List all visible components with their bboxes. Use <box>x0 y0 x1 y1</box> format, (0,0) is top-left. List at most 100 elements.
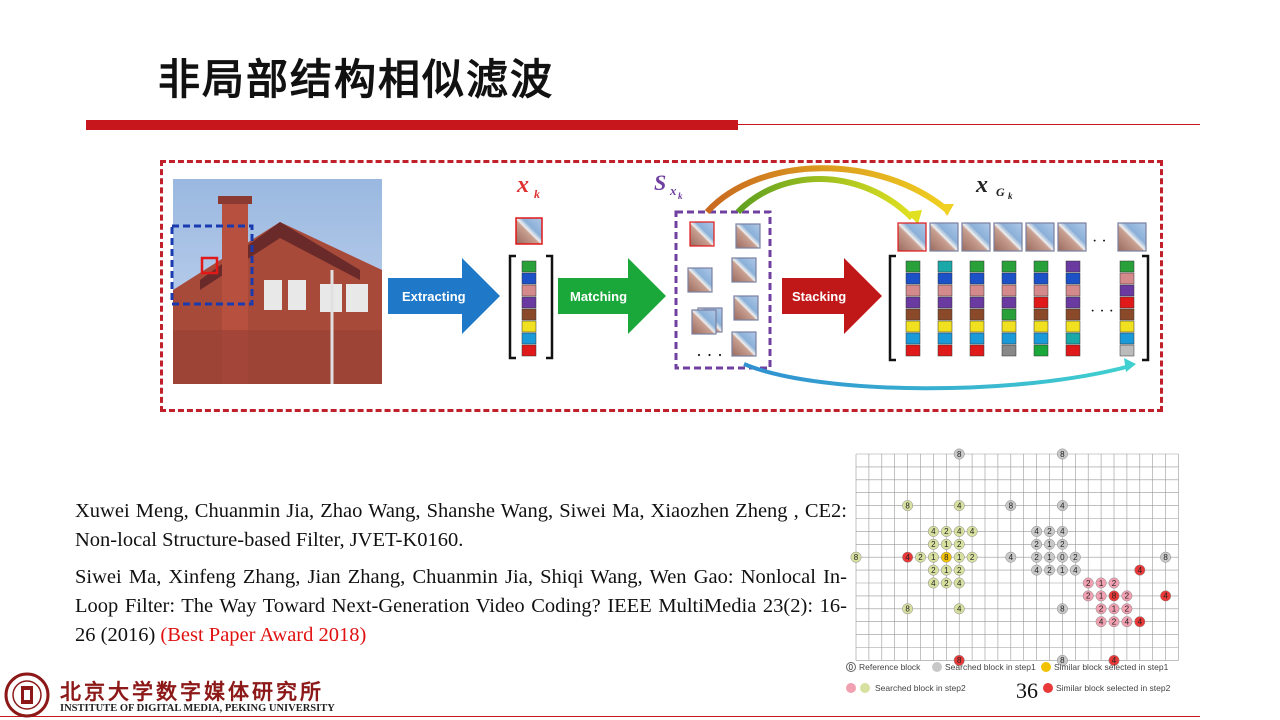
grid-node <box>1005 500 1017 512</box>
stacked-matrix-cell <box>937 344 953 357</box>
xk-vector-column <box>521 260 537 357</box>
svg-text:2: 2 <box>1034 540 1039 549</box>
grid-node <box>902 500 914 512</box>
grid-node <box>1095 616 1107 628</box>
slide-title: 非局部结构相似滤波 <box>158 55 555 104</box>
svg-text:8: 8 <box>1060 656 1065 665</box>
xk-vector-cell <box>521 320 537 333</box>
stacked-matrix-cell <box>1119 308 1135 321</box>
grid-node <box>1069 551 1081 563</box>
svg-text:4: 4 <box>1060 527 1065 536</box>
grid-node <box>1005 551 1017 563</box>
sxk-symbol: S <box>654 170 666 195</box>
nonlocal-filter-diagram: Extracting x k Matching S x k · · · Stac… <box>160 160 1163 412</box>
matched-patch <box>731 331 757 357</box>
stacked-matrix-cell <box>969 284 985 297</box>
grid-node <box>1031 525 1043 537</box>
stacked-matrix-cell <box>905 284 921 297</box>
grid-node <box>1095 590 1107 602</box>
grid-node <box>1056 564 1068 576</box>
xk-patch <box>515 217 543 245</box>
matched-patch <box>691 309 717 335</box>
svg-text:1: 1 <box>931 553 936 562</box>
xk-vector-cell <box>521 296 537 309</box>
stacked-matrix-cell <box>905 272 921 285</box>
svg-text:2: 2 <box>944 579 949 588</box>
svg-text:2: 2 <box>1047 566 1052 575</box>
matrix-bracket-left <box>888 254 896 362</box>
svg-text:2: 2 <box>1060 540 1065 549</box>
svg-text:4: 4 <box>1138 618 1143 627</box>
grid-legend: 0 Reference block Searched block in step… <box>846 662 1171 693</box>
grid-node <box>1095 577 1107 589</box>
svg-text:1: 1 <box>1099 579 1104 588</box>
svg-text:4: 4 <box>1073 566 1078 575</box>
xk-vector-cell <box>521 308 537 321</box>
svg-text:4: 4 <box>1034 566 1039 575</box>
grid-node <box>1108 616 1120 628</box>
stacked-matrix-cell <box>969 296 985 309</box>
stacked-matrix-cell <box>1119 320 1135 333</box>
grid-node <box>1108 577 1120 589</box>
grid-node <box>1121 603 1133 615</box>
stacked-matrix-cell <box>1065 260 1081 273</box>
stacked-matrix-cell <box>1033 344 1049 357</box>
stacked-matrix-cell <box>1001 284 1017 297</box>
svg-text:4: 4 <box>931 579 936 588</box>
stacked-matrix-cell <box>1001 296 1017 309</box>
stacked-matrix-cell <box>1001 272 1017 285</box>
svg-text:4: 4 <box>957 527 962 536</box>
matching-arrow: Matching <box>558 258 666 334</box>
legend-selected1-marker <box>1041 662 1051 672</box>
stacked-matrix-cell <box>905 308 921 321</box>
stacking-label: Stacking <box>792 289 846 304</box>
svg-text:2: 2 <box>957 566 962 575</box>
stacked-matrix-cell <box>937 320 953 333</box>
svg-text:2: 2 <box>1099 605 1104 614</box>
grid-node <box>1082 590 1094 602</box>
pku-seal-icon <box>4 672 50 718</box>
stacked-matrix-cell <box>969 344 985 357</box>
svg-text:2: 2 <box>970 553 975 562</box>
extracting-label: Extracting <box>402 289 466 304</box>
stacked-matrix-cell <box>1033 332 1049 345</box>
page-number: 36 <box>1016 678 1038 703</box>
stacked-matrix-cell <box>905 320 921 333</box>
svg-text:2: 2 <box>1125 605 1130 614</box>
svg-text:2: 2 <box>931 540 936 549</box>
house-photo <box>170 179 382 384</box>
xk-vector-cell <box>521 284 537 297</box>
footer-line <box>0 716 1200 717</box>
grid-node <box>1031 551 1043 563</box>
arc-arrowhead-3 <box>1124 358 1136 372</box>
svg-text:1: 1 <box>1112 605 1117 614</box>
reference-2-text: Siwei Ma, Xinfeng Zhang, Jian Zhang, Chu… <box>75 566 847 646</box>
legend-searched2: Searched block in step2 <box>875 683 966 693</box>
stacked-patch <box>1057 222 1087 252</box>
stacked-matrix-cell <box>1033 308 1049 321</box>
stacked-matrix-cell <box>1119 284 1135 297</box>
svg-text:2: 2 <box>1112 618 1117 627</box>
grid-node <box>1108 654 1120 666</box>
grid-node <box>1095 603 1107 615</box>
grid-node <box>1044 551 1055 563</box>
arc-arrow-3 <box>743 362 1131 391</box>
xgk-subscript-k: k <box>1008 191 1013 201</box>
stacked-matrix-cell <box>1033 284 1049 297</box>
grid-node <box>1056 448 1068 460</box>
search-ellipsis: · · · <box>696 345 723 365</box>
grid-node <box>953 538 965 550</box>
matched-patch <box>731 257 757 283</box>
stacked-matrix-cell <box>1119 260 1135 273</box>
legend-searched1: Searched block in step1 <box>945 662 1036 672</box>
matched-patch <box>733 295 759 321</box>
grid-node <box>1108 603 1120 615</box>
stacked-matrix-cell <box>1001 260 1017 273</box>
grid-node <box>927 525 939 537</box>
grid-node <box>1044 538 1055 550</box>
grid-node <box>927 551 939 563</box>
grid-node <box>1031 564 1043 576</box>
stacked-matrix-cell <box>937 272 953 285</box>
grid-node <box>1108 590 1120 602</box>
